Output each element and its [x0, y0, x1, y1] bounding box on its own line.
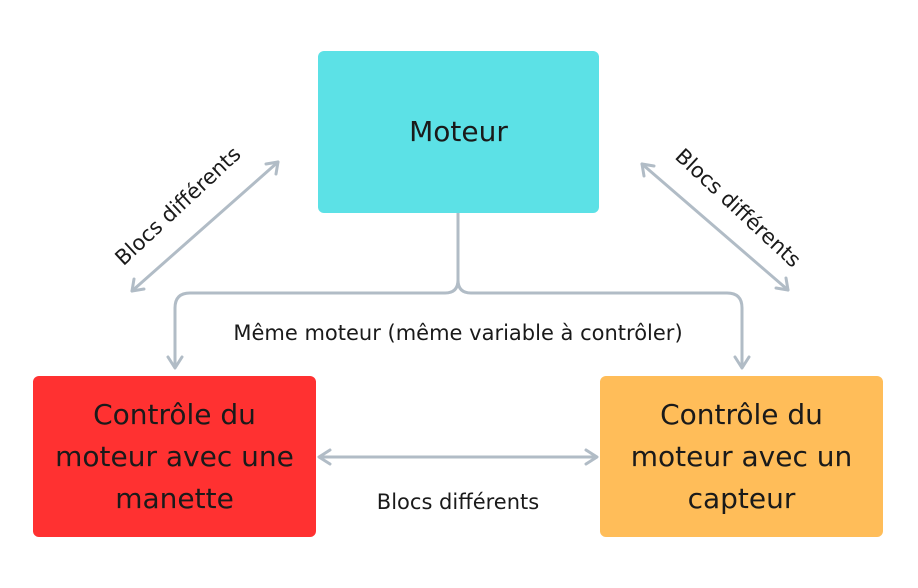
left-diagonal-arrowhead-top — [264, 160, 280, 176]
right-diagonal-arrow — [640, 162, 790, 292]
right-diagonal-arrowhead-bottom — [774, 276, 790, 292]
sensor-control-box-label: Contrôle du moteur avec un capteur — [630, 397, 853, 515]
right-diagonal-arrowhead-top — [640, 162, 656, 178]
gamepad-control-box-label: Contrôle du moteur avec une manette — [55, 397, 294, 515]
gamepad-control-box: Contrôle du moteur avec une manette — [33, 376, 316, 537]
sensor-control-box: Contrôle du moteur avec un capteur — [600, 376, 883, 537]
motor-box-label: Moteur — [409, 115, 508, 148]
motor-box: Moteur — [318, 51, 599, 213]
bottom-different-blocks-label: Blocs différents — [376, 490, 540, 514]
arrowhead-right-box — [733, 355, 751, 370]
arrowhead-left-box — [166, 355, 184, 370]
bottom-arrowhead-right — [584, 448, 599, 466]
same-motor-label: Même moteur (même variable à contrôler) — [233, 321, 683, 345]
left-diagonal-arrow — [130, 160, 280, 293]
bottom-arrowhead-left — [317, 448, 332, 466]
same-motor-connector-right — [456, 278, 744, 368]
left-diagonal-arrowhead-bottom — [130, 277, 146, 293]
